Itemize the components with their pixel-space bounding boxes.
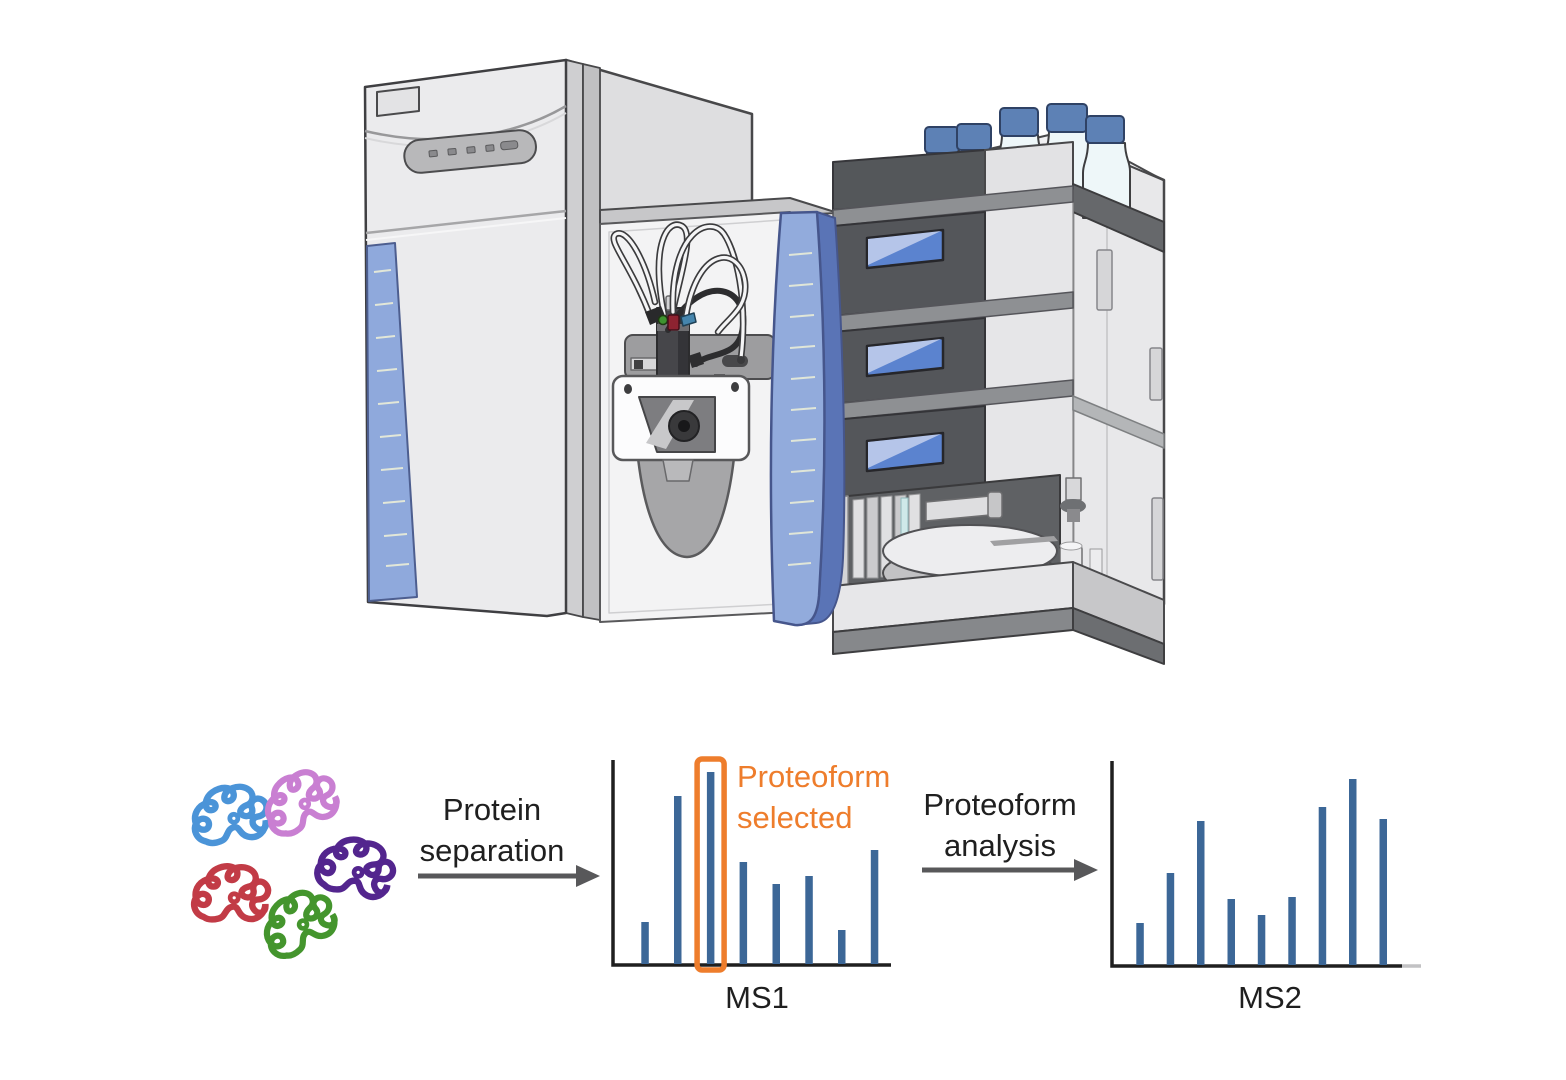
proteoform-analysis-label: Proteoform analysis <box>900 784 1100 866</box>
ms2-peak <box>1318 807 1327 965</box>
ms2-peak <box>1136 923 1144 965</box>
hplc-module-stack <box>832 103 1166 665</box>
ms1-peak <box>739 862 748 964</box>
protein-separation-label-line1: Protein <box>442 792 542 827</box>
ms2-spectrum <box>1110 761 1421 968</box>
ms2-peak <box>1288 897 1296 965</box>
proteoform-analysis-label-line1: Proteoform <box>923 787 1077 822</box>
protein-separation-arrow <box>418 865 600 887</box>
protein-purple-icon <box>314 833 397 900</box>
protein-blue-icon <box>190 782 271 845</box>
protein-separation-label: Protein separation <box>392 789 592 871</box>
source-blue-pillar <box>769 210 846 627</box>
ms2-peak <box>1166 873 1175 965</box>
ms2-peak <box>1349 779 1357 965</box>
proteoform-analysis-label-line2: analysis <box>944 828 1056 863</box>
proteoform-selection-box <box>694 756 727 973</box>
protein-pink-icon <box>256 762 343 839</box>
proteoform-selected-label-line2: selected <box>737 800 853 835</box>
protein-separation-label-line2: separation <box>419 833 565 868</box>
autosampler-bay <box>832 474 1103 600</box>
proteoform-selected-label: Proteoform selected <box>737 756 947 838</box>
protein-mixture <box>190 762 398 962</box>
tower-badge <box>376 86 420 117</box>
ms2-peak <box>1227 899 1235 965</box>
ms1-spectrum <box>611 756 891 973</box>
source-tubing <box>610 221 749 368</box>
ms1-axis-title: MS1 <box>725 980 789 1015</box>
ms1-peak <box>805 876 813 964</box>
ms2-axis <box>1110 761 1402 968</box>
ion-source-compartment <box>599 197 839 623</box>
proteoform-analysis-arrow <box>922 859 1098 881</box>
ms1-peak <box>870 850 879 964</box>
tower-control-strip <box>403 129 537 174</box>
ms2-peak <box>1257 915 1266 965</box>
ms2-axis-title: MS2 <box>1238 980 1302 1015</box>
ms1-peak <box>641 922 649 964</box>
lcms-instrument-illustration <box>363 58 1166 665</box>
ms1-peak <box>838 930 846 964</box>
proteoform-selected-label-line1: Proteoform <box>737 759 891 794</box>
protein-red-icon <box>194 866 268 919</box>
ms2-peak <box>1379 819 1387 965</box>
ms1-axis <box>611 760 891 967</box>
ms2-peak <box>1197 821 1205 965</box>
ms1-peak <box>772 884 780 964</box>
ms1-peak <box>674 796 682 964</box>
mass-spectrometer-tower <box>363 58 754 621</box>
ms1-peak <box>706 772 715 964</box>
tower-blue-stripe <box>366 242 418 602</box>
